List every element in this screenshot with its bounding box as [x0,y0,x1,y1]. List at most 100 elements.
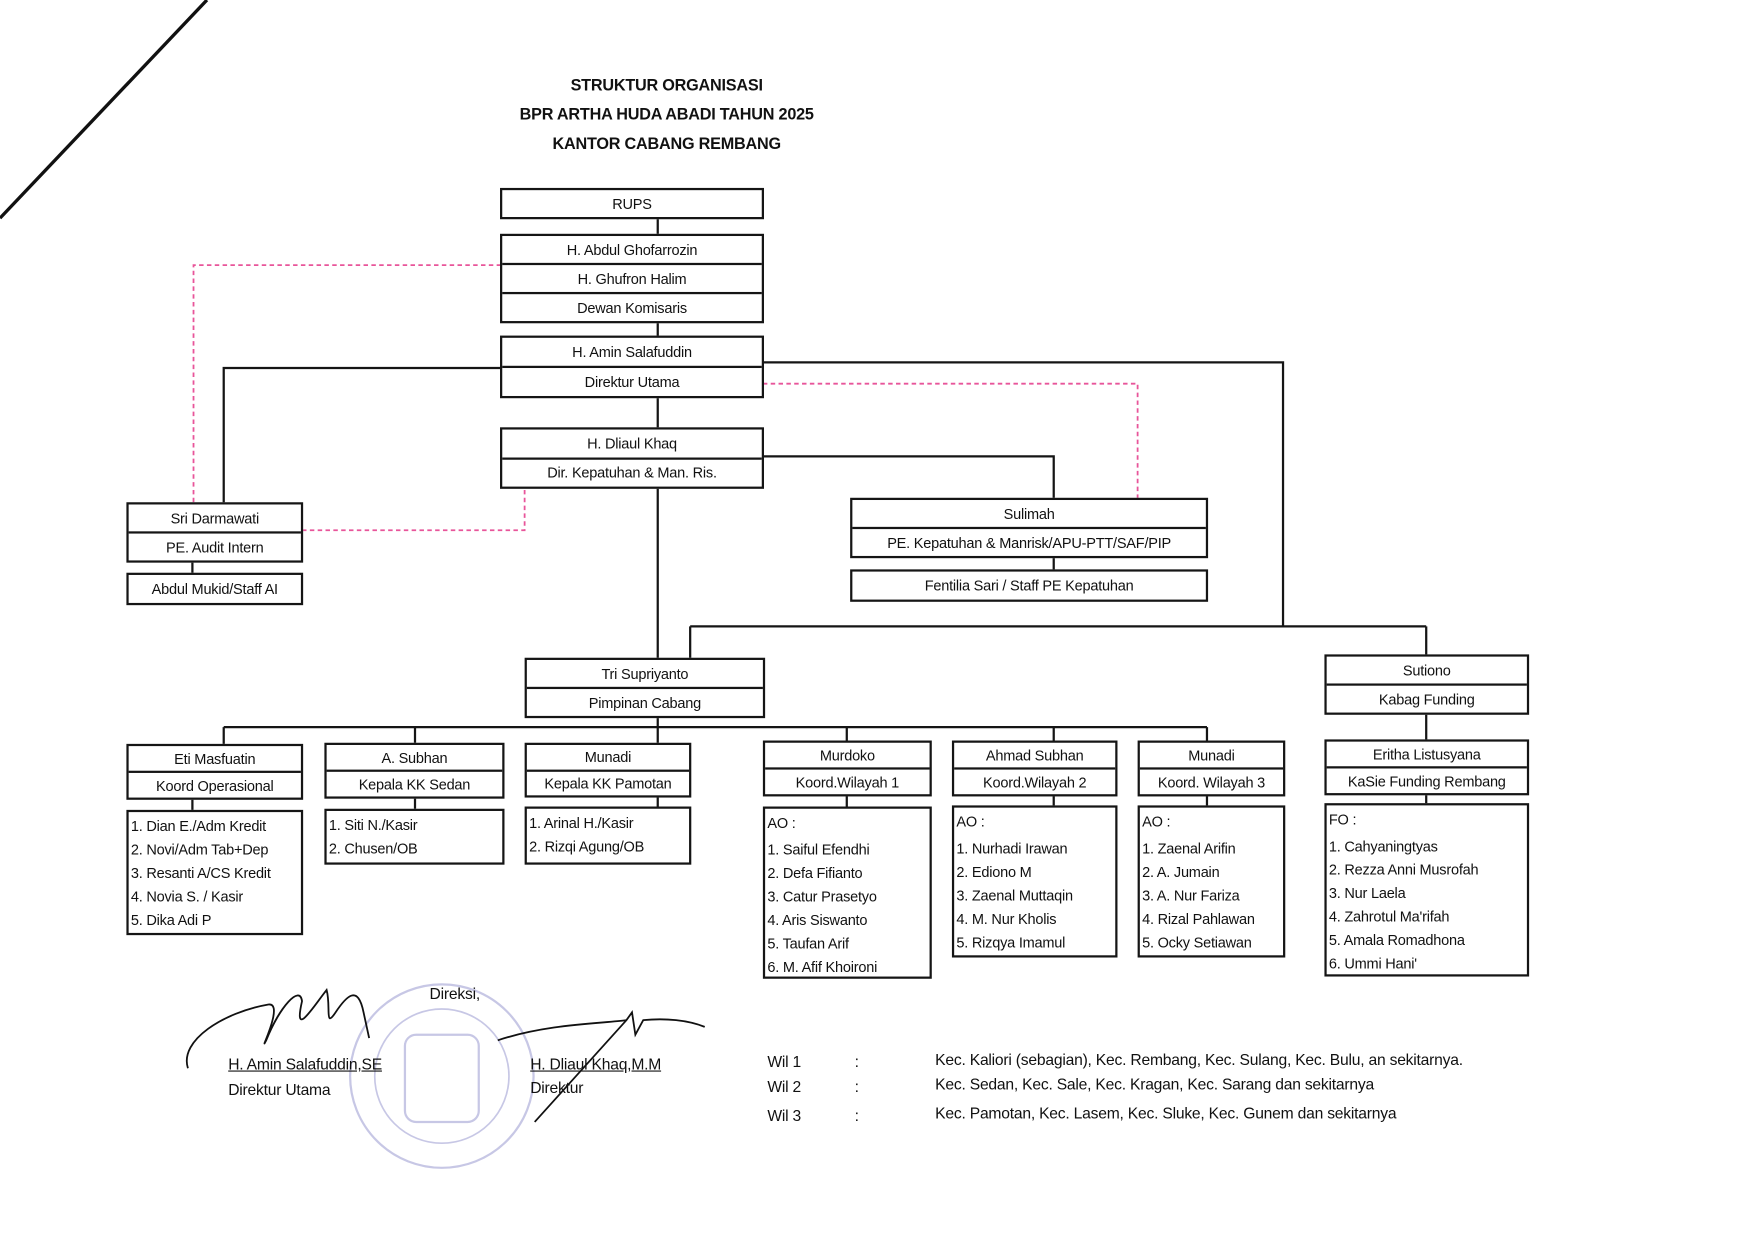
person-role: Kepala KK Pamotan [544,774,672,792]
member-item: 3. Resanti A/CS Kredit [130,864,271,882]
unit-head-box: Eti Masfuatin Koord Operasional [126,743,304,800]
member-item: 5. Rizqya Imamul [956,934,1066,951]
person-name: Sutiono [1326,657,1527,686]
kepatuhan-staff-box: Fentilia Sari / Staff PE Kepatuhan [850,569,1209,602]
unit-head-box: A. Subhan Kepala KK Sedan [324,742,505,799]
member-item: 4. M. Nur Kholis [956,910,1057,928]
signature-amin [185,988,371,1069]
person-name: Murdoko [765,743,930,770]
person-name: Eritha Listusyana [1326,742,1527,769]
member-item: 2. A. Jumain [1142,863,1220,881]
member-item: 3. A. Nur Fariza [1142,887,1240,904]
member-item: 4. Aris Siswanto [767,911,868,929]
member-item: 2. Chusen/OB [328,840,418,857]
person-role: Pimpinan Cabang [588,694,701,711]
person-role: Dir. Kepatuhan & Man. Ris. [547,464,717,482]
person-role: Koord Operasional [156,776,274,794]
person-name: A. Subhan [326,745,503,772]
member-item: 3. Zaenal Muttaqin [956,887,1073,904]
person-role: Koord. Wilayah 3 [1157,773,1266,791]
member-item: 6. Ummi Hani' [1328,955,1417,973]
staff-label: Fentilia Sari / Staff PE Kepatuhan [924,577,1134,594]
solid-connectors [191,218,1428,811]
komisaris-box: H. Abdul Ghofarrozin H. Ghufron Halim De… [500,233,765,324]
unit-head-box: Murdoko Koord.Wilayah 1 [762,740,932,797]
member-list: AO : 1. Zaenal Arifin 2. A. Jumain 3. A.… [1137,805,1286,958]
member-item: 2. Defa Fifianto [767,864,863,882]
wilayah-label: Wil 2 [767,1077,802,1096]
member-list: AO : 1. Saiful Efendhi 2. Defa Fifianto … [762,806,932,979]
person-name: H. Amin Salafuddin [502,338,762,369]
member-item: 5. Amala Romadhona [1328,931,1465,949]
audit-intern-box: Sri Darmawati PE. Audit Intern [126,502,304,563]
signer-name-left: H. Amin Salafuddin,SE [228,1054,382,1073]
person-name: Munadi [526,745,690,772]
signer-name-right: H. Dliaul Khaq,M.M [530,1054,662,1073]
signer-role-right: Direktur [530,1078,584,1097]
person-role: Koord.Wilayah 1 [795,773,900,791]
list-header: FO : [1328,810,1357,828]
person-name: Munadi [1139,743,1284,770]
wilayah-desc: Kec. Kaliori (sebagian), Kec. Rembang, K… [935,1050,1463,1069]
person-name: H. Dliaul Khaq [502,430,762,460]
member-list: 1. Arinal H./Kasir 2. Rizqi Agung/OB [524,806,692,865]
member-item: 2. Ediono M [956,863,1032,881]
person-role: Direktur Utama [584,373,680,391]
member-list: FO : 1. Cahyaningtyas 2. Rezza Anni Musr… [1324,803,1530,977]
member-item: 1. Arinal H./Kasir [529,814,634,832]
member-list: AO : 1. Nurhadi Irawan 2. Ediono M 3. Za… [951,805,1118,958]
signature-dliaul [497,1010,706,1123]
list-header: AO : [956,813,985,831]
member-item: 1. Saiful Efendhi [767,841,870,858]
wilayah-desc: Kec. Pamotan, Kec. Lasem, Kec. Sluke, Ke… [935,1104,1397,1122]
member-list: 1. Siti N./Kasir 2. Chusen/OB [324,808,505,865]
member-item: 1. Nurhadi Irawan [956,840,1068,857]
komisaris-member: H. Abdul Ghofarrozin [502,236,762,266]
person-role: PE. Kepatuhan & Manrisk/APU-PTT/SAF/PIP [887,534,1172,551]
member-item: 4. Novia S. / Kasir [130,888,244,905]
member-item: 1. Siti N./Kasir [328,816,418,834]
rups-label: RUPS [612,195,652,212]
member-item: 4. Rizal Pahlawan [1142,910,1255,928]
member-item: 2. Novi/Adm Tab+Dep [130,841,269,858]
member-item: 5. Dika Adi P [130,911,212,929]
title-line-3: KANTOR CABANG REMBANG [552,135,781,154]
dashed-connectors [192,264,1139,532]
kepatuhan-box: Sulimah PE. Kepatuhan & Manrisk/APU-PTT/… [850,497,1209,559]
staff-label: Abdul Mukid/Staff AI [151,580,278,598]
komisaris-member: H. Ghufron Halim [502,265,762,295]
kabag-funding-box: Sutiono Kabag Funding [1324,654,1530,715]
member-item: 4. Zahrotul Ma'rifah [1328,908,1450,926]
member-item: 5. Ocky Setiawan [1142,934,1252,951]
person-role: Koord.Wilayah 2 [983,773,1087,791]
signer-role-left: Direktur Utama [228,1080,331,1099]
list-header: AO : [767,814,796,832]
member-item: 2. Rezza Anni Musrofah [1328,861,1479,879]
person-role: KaSie Funding Rembang [1347,772,1506,790]
member-item: 2. Rizqi Agung/OB [529,837,645,855]
audit-staff-box: Abdul Mukid/Staff AI [126,572,304,606]
scan-edge-line [0,0,209,220]
wilayah-label: Wil 3 [767,1106,802,1125]
wilayah-desc: Kec. Sedan, Kec. Sale, Kec. Kragan, Kec.… [935,1074,1374,1093]
person-name: Sri Darmawati [128,504,301,534]
person-name: Ahmad Subhan [954,743,1116,770]
pimpinan-cabang-box: Tri Supriyanto Pimpinan Cabang [524,657,766,719]
direktur-utama-box: H. Amin Salafuddin Direktur Utama [500,335,765,399]
komisaris-title: Dewan Komisaris [577,299,687,317]
wilayah-sep: : [854,1052,859,1071]
title-line-2: BPR ARTHA HUDA ABADI TAHUN 2025 [519,106,814,125]
direktur-kepatuhan-box: H. Dliaul Khaq Dir. Kepatuhan & Man. Ris… [500,427,765,489]
person-role: Kepala KK Sedan [358,775,471,793]
signature-heading: Direksi, [429,984,481,1003]
title-line-1: STRUKTUR ORGANISASI [570,77,763,96]
member-item: 5. Taufan Arif [767,935,849,952]
unit-head-box: Eritha Listusyana KaSie Funding Rembang [1324,739,1530,796]
member-item: 1. Zaenal Arifin [1142,840,1236,857]
wilayah-label: Wil 1 [767,1052,802,1071]
person-name: Sulimah [852,500,1206,530]
member-item: 1. Dian E./Adm Kredit [130,817,267,835]
unit-head-box: Ahmad Subhan Koord.Wilayah 2 [951,740,1118,797]
